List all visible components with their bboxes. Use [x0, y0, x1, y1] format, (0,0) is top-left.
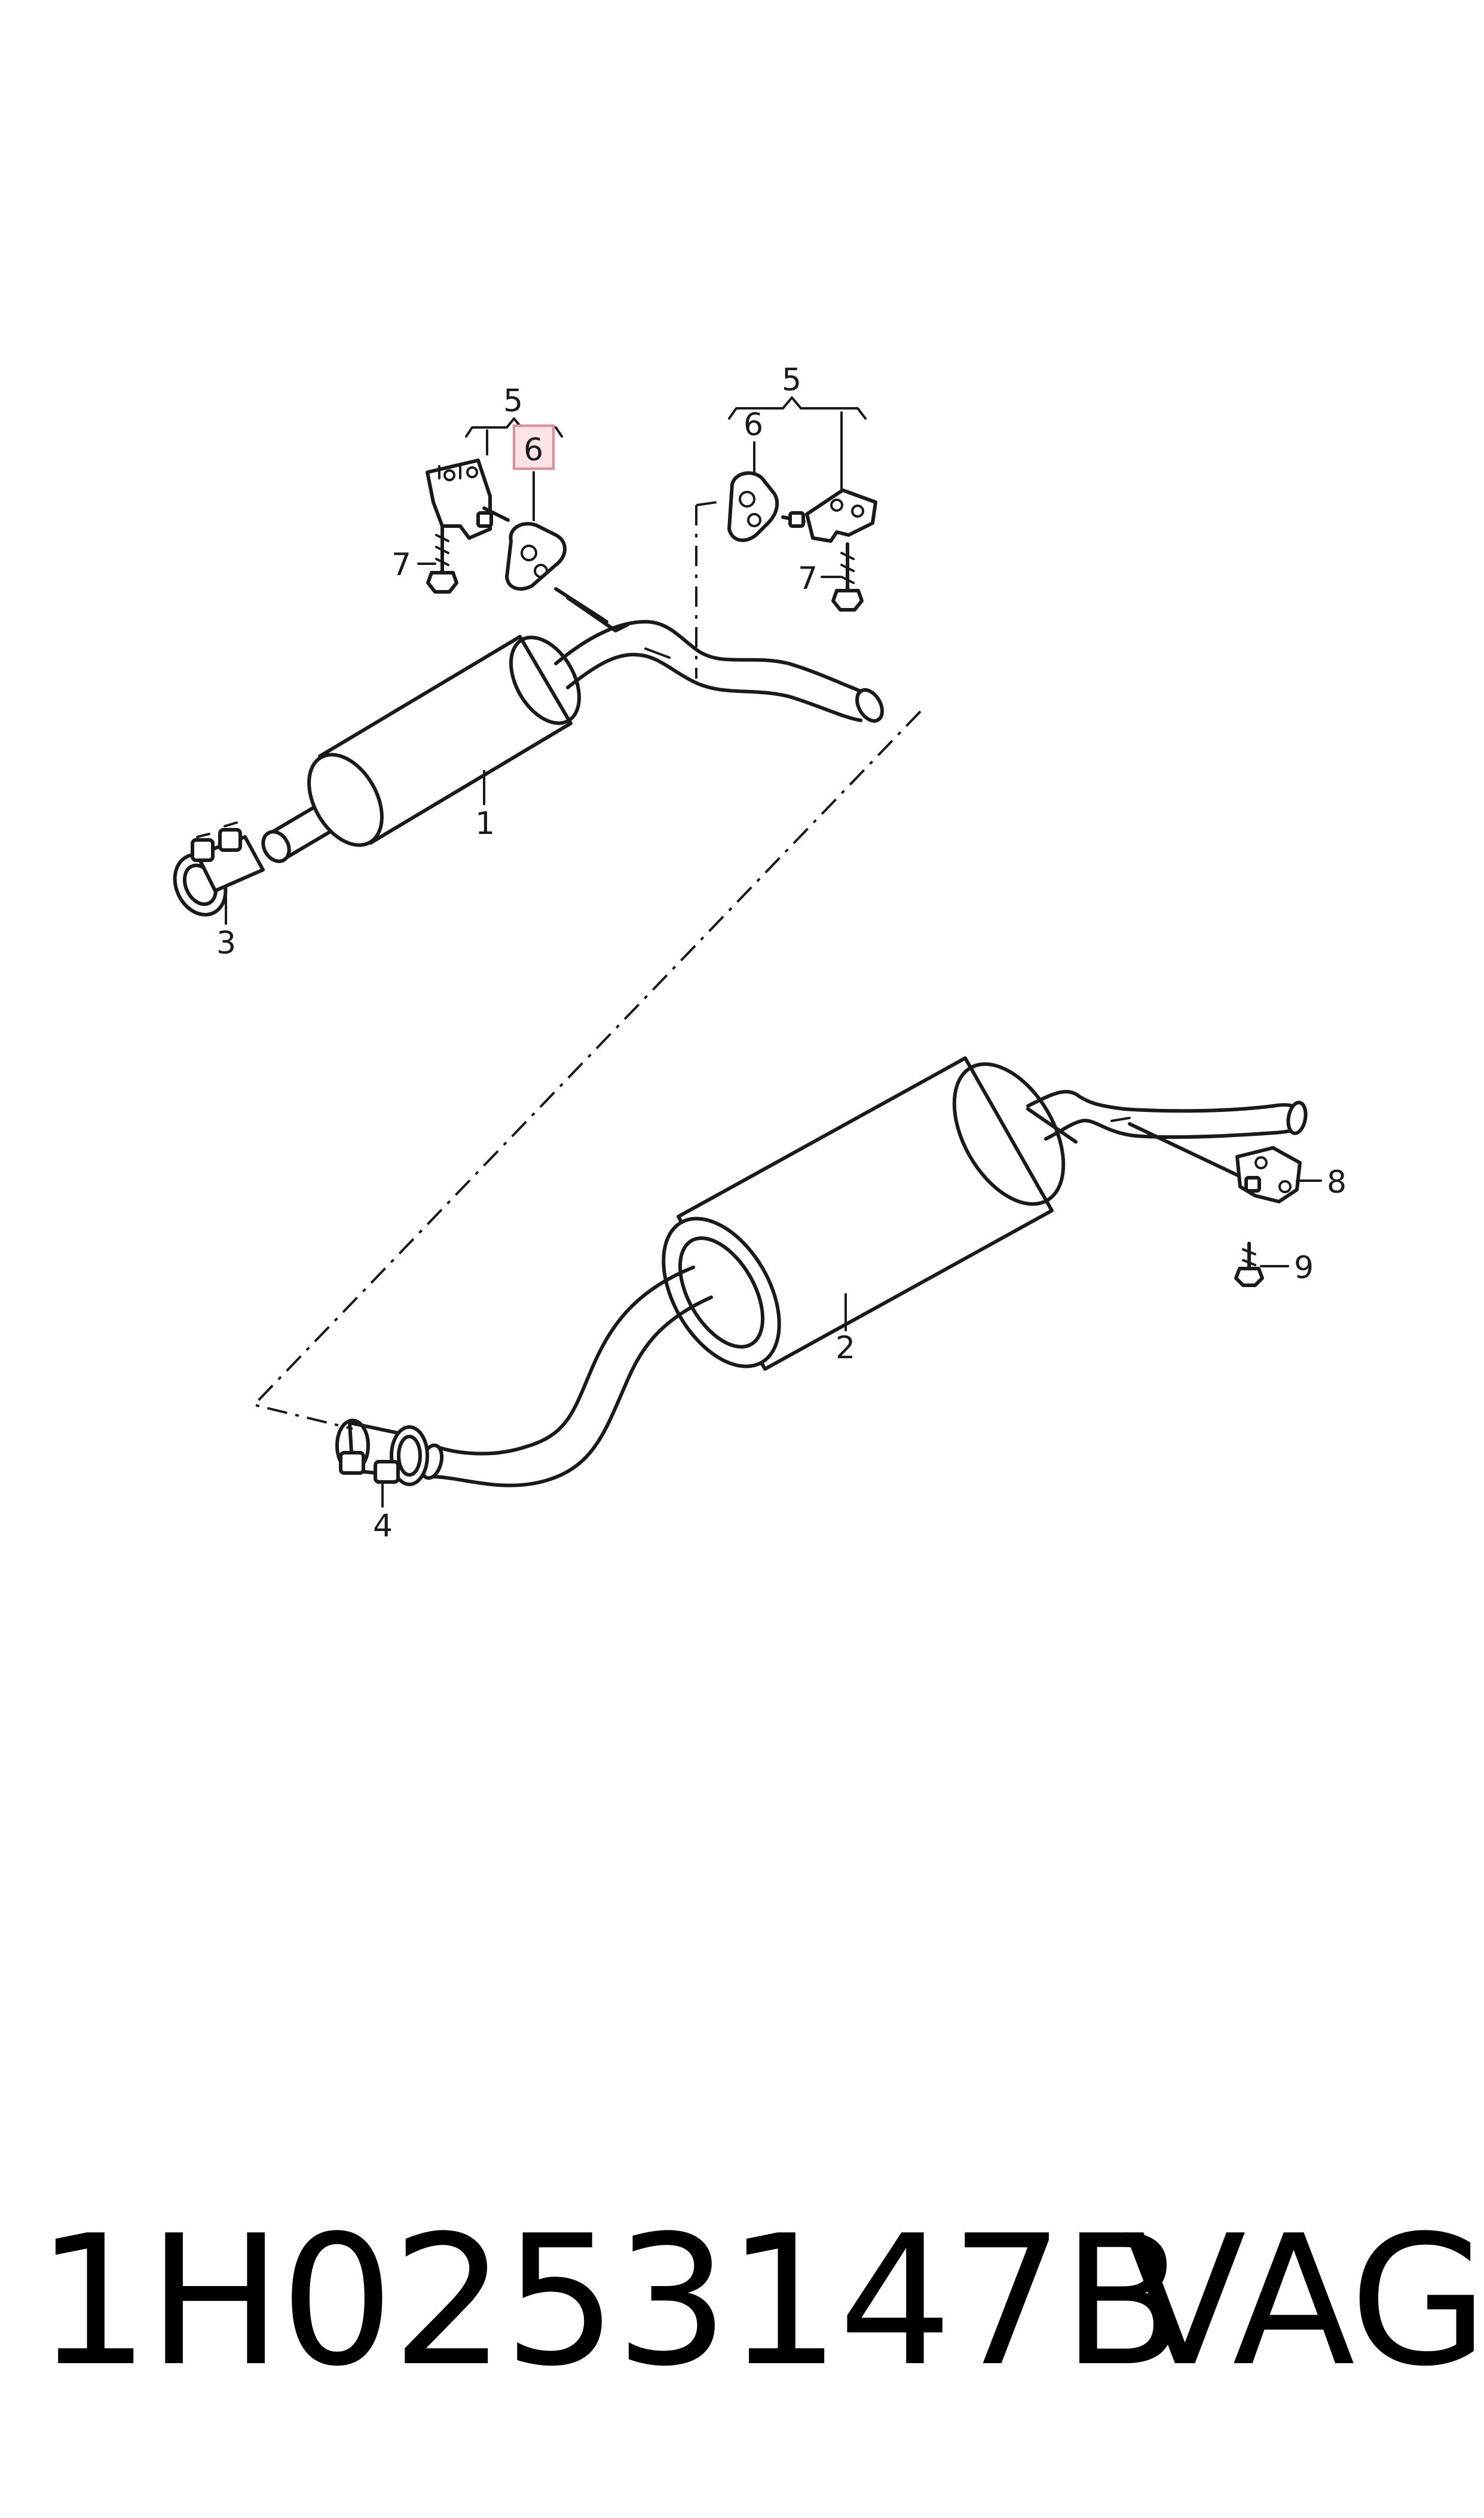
callout-5-right[interactable]: 5 [782, 362, 801, 398]
left-rubber-hanger[interactable] [505, 522, 567, 591]
left-mount-bracket[interactable] [426, 459, 510, 540]
callout-1[interactable]: 1 [475, 806, 495, 842]
callout-2[interactable]: 2 [836, 1330, 855, 1366]
callout-7-left[interactable]: 7 [391, 547, 411, 583]
part-number-label: 1H0253147B [36, 2197, 1185, 2406]
selected-callout-highlight [513, 424, 555, 470]
callout-8[interactable]: 8 [1327, 1165, 1347, 1200]
callout-6-left[interactable]: 6 [524, 432, 543, 468]
front-pipe-clamp[interactable] [166, 821, 265, 923]
rear-muffler[interactable] [418, 1046, 1308, 1487]
callout-5-left[interactable]: 5 [503, 383, 523, 419]
brand-label: VAG [1124, 2197, 1484, 2406]
callout-6-right[interactable]: 6 [743, 407, 763, 443]
callout-7-right[interactable]: 7 [798, 561, 818, 597]
rear-mount-bolt[interactable] [1234, 1242, 1264, 1287]
left-mount-bolt[interactable] [426, 524, 458, 594]
callout-3[interactable]: 3 [216, 925, 236, 961]
right-mount-bracket[interactable] [781, 488, 877, 543]
callout-4[interactable]: 4 [373, 1508, 393, 1544]
right-mount-bolt[interactable] [831, 542, 864, 612]
callout-9[interactable]: 9 [1294, 1250, 1314, 1286]
assembly-connection-lines [252, 501, 922, 1430]
rear-mount-bracket[interactable] [1235, 1146, 1302, 1203]
front-muffler[interactable] [258, 587, 888, 866]
leader-lines [225, 396, 1322, 1508]
rear-pipe-clamp[interactable] [335, 1419, 429, 1486]
right-rubber-hanger[interactable] [727, 471, 779, 542]
